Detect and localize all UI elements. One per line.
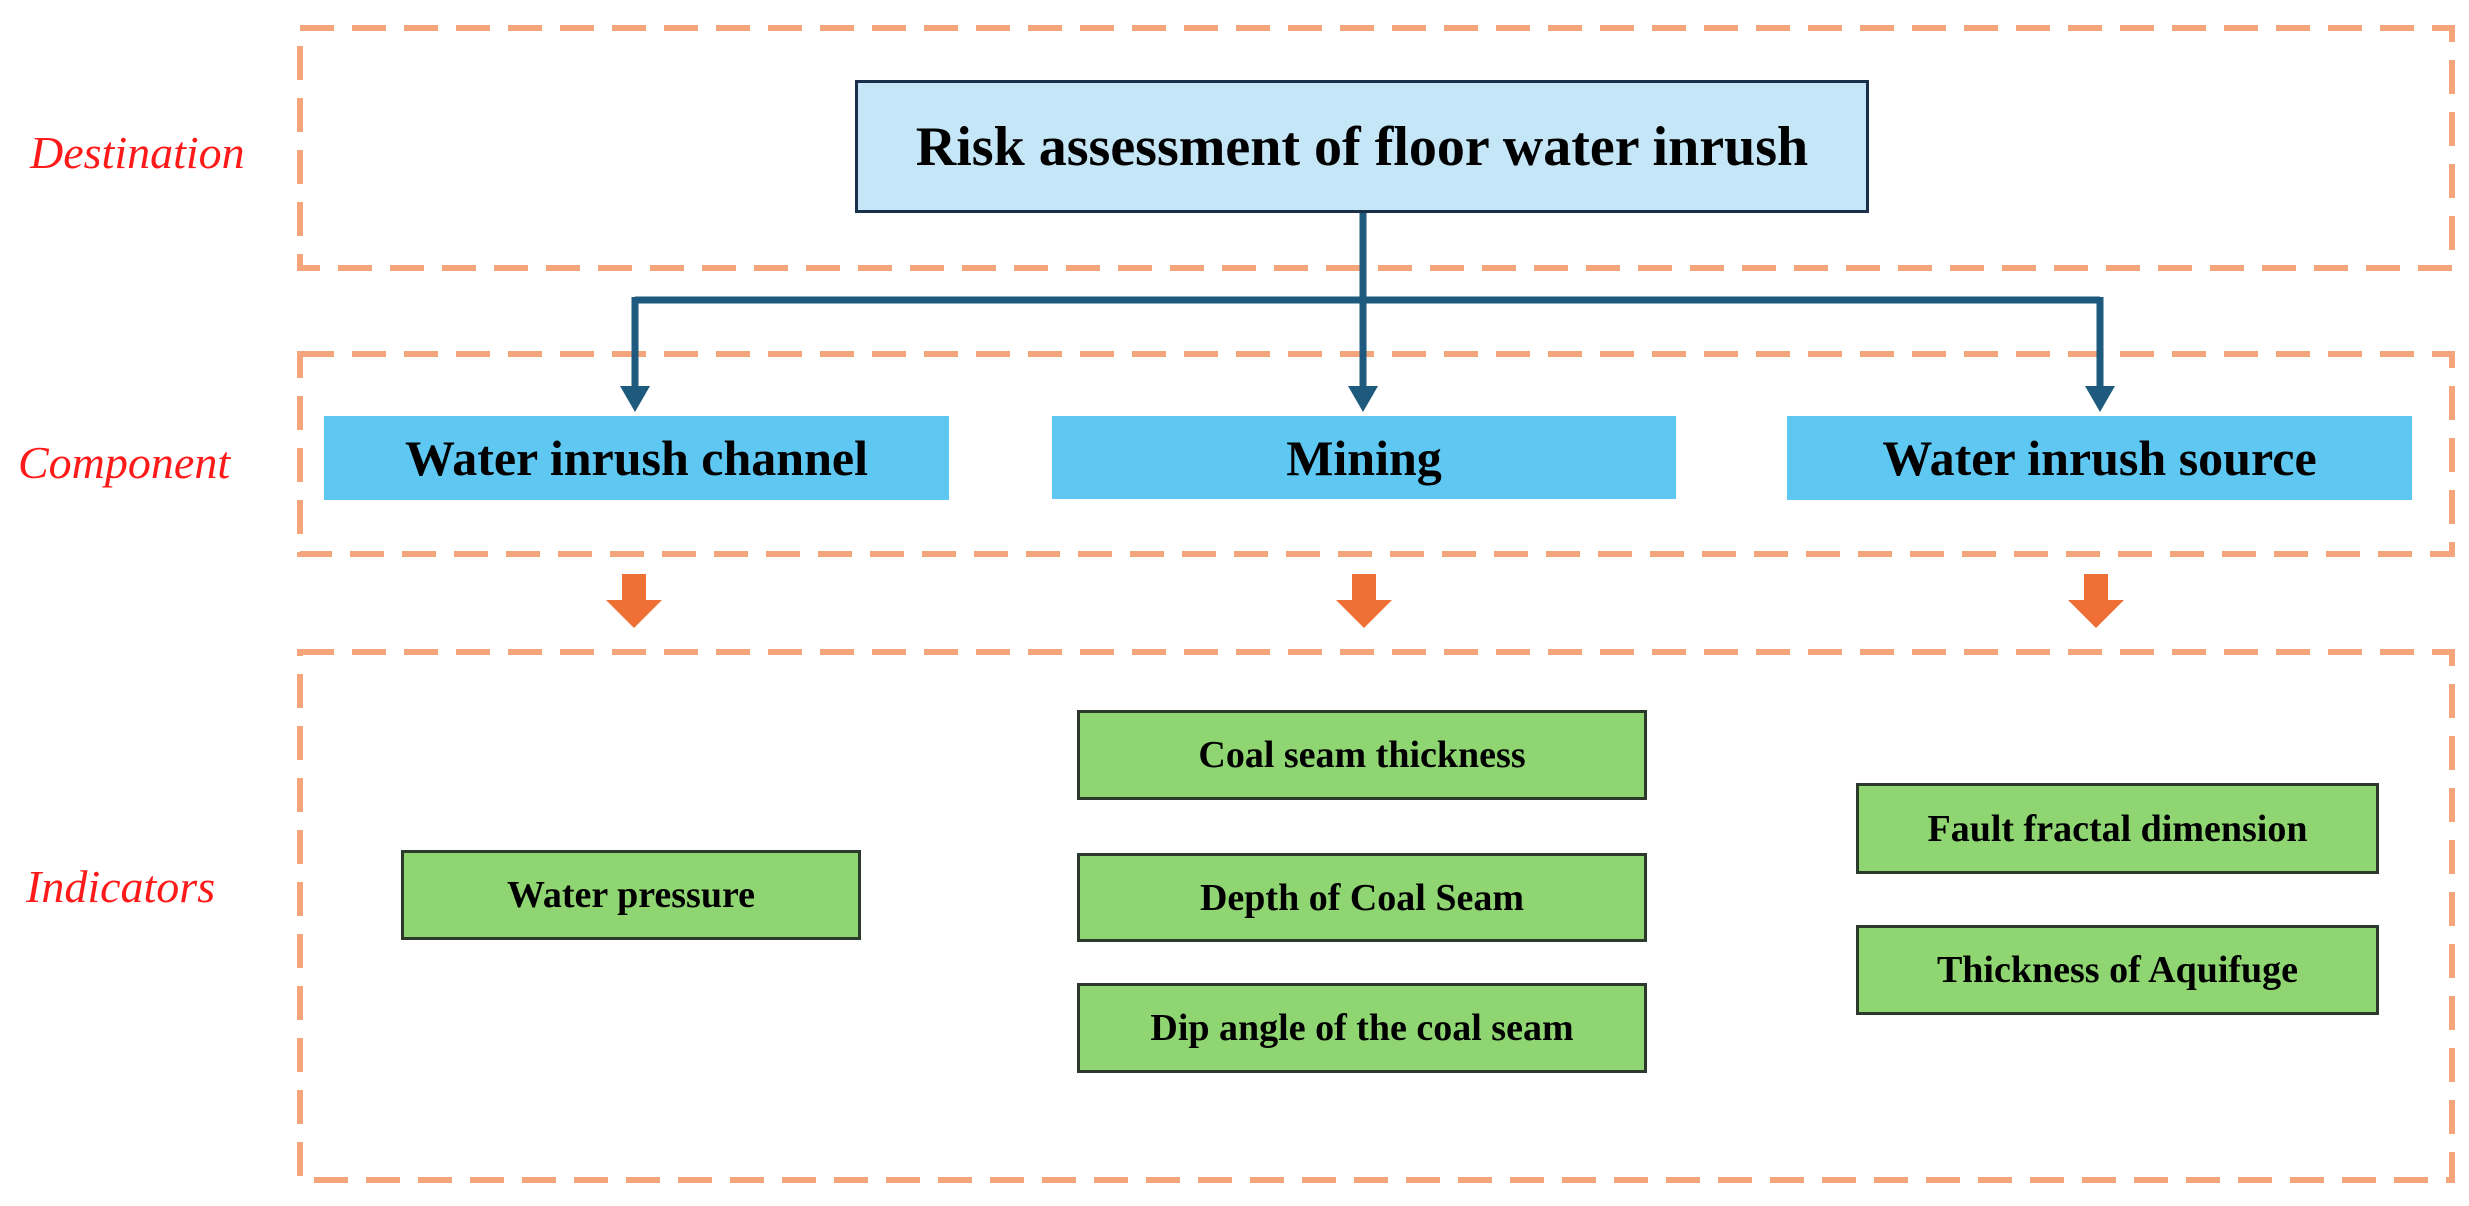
component-box-water-inrush-channel: Water inrush channel (324, 416, 949, 500)
indicator-fault-fractal-dimension: Fault fractal dimension (1856, 783, 2379, 874)
indicator-water-pressure: Water pressure (401, 850, 861, 940)
down-arrow-right-icon (2068, 574, 2124, 628)
indicator-coal-seam-thickness: Coal seam thickness (1077, 710, 1647, 800)
down-arrow-middle-icon (1336, 574, 1392, 628)
down-arrow-left-icon (606, 574, 662, 628)
arrowhead-left-icon (620, 386, 650, 412)
component-frame (297, 351, 2455, 557)
section-label-destination: Destination (30, 127, 245, 178)
indicator-depth-of-coal-seam: Depth of Coal Seam (1077, 853, 1647, 942)
indicators-frame (297, 649, 2455, 1183)
arrowhead-right-icon (2085, 386, 2115, 412)
section-label-component: Component (18, 437, 231, 488)
title-box: Risk assessment of floor water inrush (855, 80, 1869, 213)
section-label-indicators: Indicators (26, 861, 216, 912)
indicator-dip-angle: Dip angle of the coal seam (1077, 983, 1647, 1073)
indicator-thickness-of-aquifuge: Thickness of Aquifuge (1856, 925, 2379, 1015)
arrowhead-middle-icon (1348, 386, 1378, 412)
component-box-mining: Mining (1052, 416, 1676, 499)
component-box-water-inrush-source: Water inrush source (1787, 416, 2412, 500)
